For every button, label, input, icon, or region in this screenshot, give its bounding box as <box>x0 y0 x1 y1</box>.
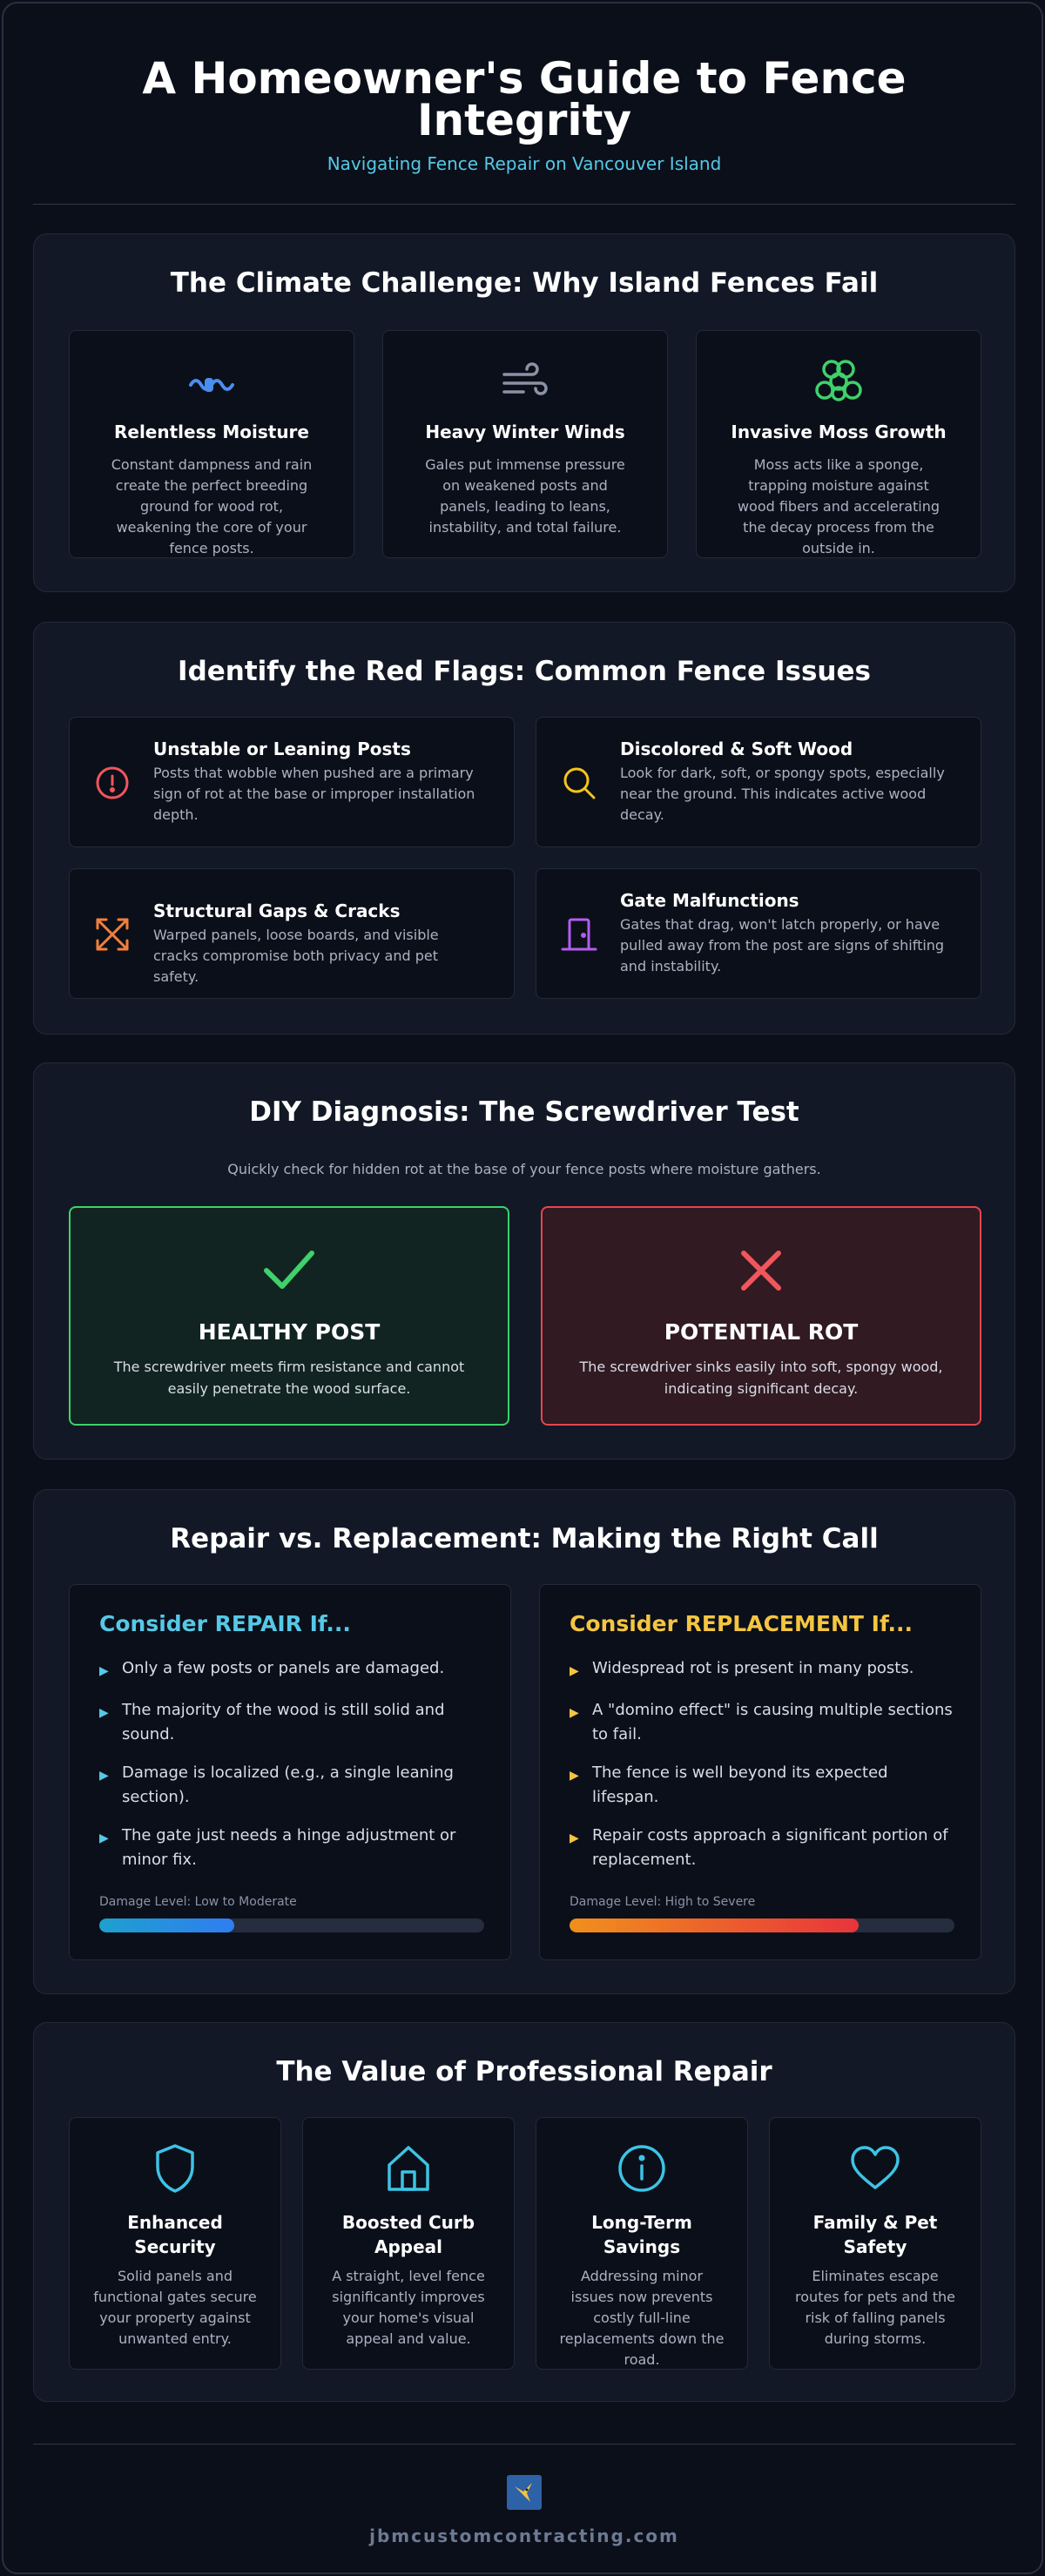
moss-icon <box>697 355 981 408</box>
healthy-post-box: HEALTHY POST The screwdriver meets firm … <box>69 1206 509 1426</box>
potential-rot-title: POTENTIAL ROT <box>664 1319 859 1345</box>
magnifier-icon <box>559 763 599 803</box>
climate-card-title: Relentless Moisture <box>113 421 309 442</box>
house-icon <box>303 2141 514 2196</box>
page-title: A Homeowner's Guide to Fence Integrity <box>142 53 907 145</box>
list-item: ▶The majority of the wood is still solid… <box>99 1701 445 1743</box>
value-card-title: Enhanced Security <box>127 2212 223 2257</box>
flag-card-soft-wood: Discolored & Soft Wood Look for dark, so… <box>536 717 981 847</box>
climate-card-title: Invasive Moss Growth <box>731 421 947 442</box>
water-droplets-icon <box>70 355 354 408</box>
hummingbird-logo-icon <box>507 2475 542 2510</box>
flag-card-title: Discolored & Soft Wood <box>620 738 853 759</box>
replacement-heading: Consider REPLACEMENT If... <box>570 1611 913 1636</box>
climate-card-body: Gales put immense pressure on weakened p… <box>425 456 625 536</box>
replacement-item-text: The fence is well beyond its expected li… <box>592 1763 888 1806</box>
list-item: ▶The fence is well beyond its expected l… <box>570 1763 888 1806</box>
door-icon <box>559 914 599 954</box>
climate-card-moisture: Relentless Moisture Constant dampness an… <box>69 330 354 558</box>
x-mark-icon <box>543 1246 980 1295</box>
decision-section: Repair vs. Replacement: Making the Right… <box>33 1489 1015 1994</box>
shield-icon <box>70 2141 280 2196</box>
climate-card-title: Heavy Winter Winds <box>425 421 625 442</box>
value-card-body: Eliminates escape routes for pets and th… <box>795 2268 955 2347</box>
alert-circle-icon <box>92 763 132 803</box>
checkmark-icon <box>71 1246 508 1295</box>
potential-rot-body: The screwdriver sinks easily into soft, … <box>579 1359 943 1397</box>
list-item: ▶A "domino effect" is causing multiple s… <box>570 1701 953 1743</box>
healthy-post-body: The screwdriver meets firm resistance an… <box>113 1359 465 1397</box>
potential-rot-box: POTENTIAL ROT The screwdriver sinks easi… <box>541 1206 981 1426</box>
flag-card-body: Posts that wobble when pushed are a prim… <box>153 765 475 823</box>
wind-icon <box>383 355 667 408</box>
footer-url[interactable]: jbmcustomcontracting.com <box>369 2525 679 2546</box>
diy-title: DIY Diagnosis: The Screwdriver Test <box>249 1096 799 1128</box>
flag-card-title: Unstable or Leaning Posts <box>153 738 411 759</box>
flag-card-body: Look for dark, soft, or spongy spots, es… <box>620 765 945 823</box>
value-card-curb-appeal: Boosted Curb Appeal A straight, level fe… <box>302 2117 515 2370</box>
footer-divider <box>33 2444 1015 2445</box>
replacement-damage-fill <box>570 1919 859 1932</box>
list-item: ▶Only a few posts or panels are damaged. <box>99 1659 445 1678</box>
heart-icon <box>770 2141 981 2196</box>
climate-card-body: Constant dampness and rain create the pe… <box>111 456 313 556</box>
list-item: ▶Damage is localized (e.g., a single lea… <box>99 1763 454 1806</box>
diy-section: DIY Diagnosis: The Screwdriver Test Quic… <box>33 1062 1015 1460</box>
value-card-savings: Long-Term Savings Addressing minor issue… <box>536 2117 748 2370</box>
page-subtitle: Navigating Fence Repair on Vancouver Isl… <box>327 153 722 174</box>
climate-section: The Climate Challenge: Why Island Fences… <box>33 233 1015 592</box>
flag-card-gate-malfunctions: Gate Malfunctions Gates that drag, won't… <box>536 868 981 999</box>
flag-card-title: Gate Malfunctions <box>620 890 799 911</box>
repair-damage-fill <box>99 1919 234 1932</box>
climate-card-body: Moss acts like a sponge, trapping moistu… <box>737 456 940 556</box>
repair-item-text: Only a few posts or panels are damaged. <box>122 1659 445 1677</box>
value-card-title: Long-Term Savings <box>591 2212 692 2257</box>
healthy-post-title: HEALTHY POST <box>198 1319 381 1345</box>
value-card-title: Family & Pet Safety <box>812 2212 938 2257</box>
repair-damage-bar <box>99 1919 484 1932</box>
page-header: A Homeowner's Guide to Fence Integrity N… <box>3 57 1045 174</box>
value-card-title: Boosted Curb Appeal <box>341 2212 475 2257</box>
flag-card-title: Structural Gaps & Cracks <box>153 900 401 921</box>
repair-item-text: The majority of the wood is still solid … <box>122 1701 445 1743</box>
decision-title: Repair vs. Replacement: Making the Right… <box>170 1523 879 1554</box>
red-flags-title: Identify the Red Flags: Common Fence Iss… <box>178 656 871 687</box>
value-card-body: Solid panels and functional gates secure… <box>93 2268 257 2347</box>
value-card-body: Addressing minor issues now prevents cos… <box>559 2268 725 2368</box>
red-flags-section: Identify the Red Flags: Common Fence Iss… <box>33 622 1015 1035</box>
flag-card-body: Warped panels, loose boards, and visible… <box>153 927 439 985</box>
value-card-body: A straight, level fence significantly im… <box>332 2268 485 2347</box>
list-item: ▶Repair costs approach a significant por… <box>570 1826 948 1869</box>
replacement-item-text: Widespread rot is present in many posts. <box>592 1659 914 1677</box>
climate-card-wind: Heavy Winter Winds Gales put immense pre… <box>382 330 668 558</box>
replacement-damage-bar <box>570 1919 954 1932</box>
list-item: ▶The gate just needs a hinge adjustment … <box>99 1826 456 1869</box>
repair-item-text: The gate just needs a hinge adjustment o… <box>122 1826 456 1869</box>
repair-card: Consider REPAIR If... ▶Only a few posts … <box>69 1584 511 1960</box>
climate-card-moss: Invasive Moss Growth Moss acts like a sp… <box>696 330 981 558</box>
replacement-item-text: Repair costs approach a significant port… <box>592 1826 948 1869</box>
replacement-item-text: A "domino effect" is causing multiple se… <box>592 1701 953 1743</box>
repair-damage-label: Damage Level: Low to Moderate <box>99 1895 297 1909</box>
value-section: The Value of Professional Repair Enhance… <box>33 2022 1015 2402</box>
flag-card-body: Gates that drag, won't latch properly, o… <box>620 916 945 974</box>
climate-title: The Climate Challenge: Why Island Fences… <box>170 267 879 299</box>
flag-card-leaning-posts: Unstable or Leaning Posts Posts that wob… <box>69 717 515 847</box>
replacement-damage-label: Damage Level: High to Severe <box>570 1895 756 1909</box>
header-divider <box>33 204 1015 205</box>
info-icon <box>536 2141 747 2196</box>
diy-intro: Quickly check for hidden rot at the base… <box>227 1161 821 1177</box>
repair-heading: Consider REPAIR If... <box>99 1611 351 1636</box>
value-card-security: Enhanced Security Solid panels and funct… <box>69 2117 281 2370</box>
value-card-safety: Family & Pet Safety Eliminates escape ro… <box>769 2117 981 2370</box>
expand-arrows-icon <box>92 914 132 954</box>
list-item: ▶Widespread rot is present in many posts… <box>570 1659 914 1678</box>
repair-item-text: Damage is localized (e.g., a single lean… <box>122 1763 454 1806</box>
replacement-card: Consider REPLACEMENT If... ▶Widespread r… <box>539 1584 981 1960</box>
value-title: The Value of Professional Repair <box>276 2056 772 2087</box>
flag-card-gaps-cracks: Structural Gaps & Cracks Warped panels, … <box>69 868 515 999</box>
